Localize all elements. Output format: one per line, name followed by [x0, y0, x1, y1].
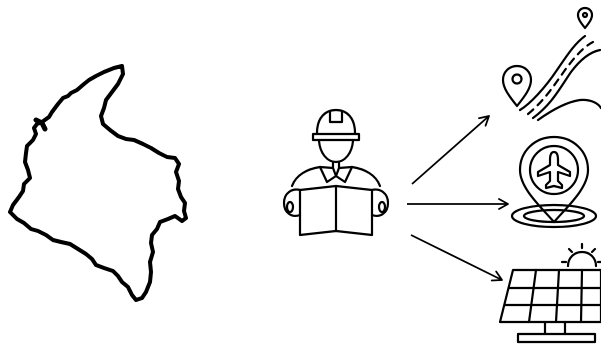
arrow-to-solar — [410, 234, 503, 282]
diagram-arrows — [407, 115, 509, 282]
engineer-reading-blueprint-icon — [282, 108, 390, 237]
route-with-location-pins-icon — [501, 6, 601, 122]
solar-panel-with-sun-icon — [498, 242, 601, 344]
country-map-outline-icon — [8, 64, 188, 302]
airport-location-pin-icon — [510, 135, 598, 229]
arrow-to-route — [411, 115, 490, 185]
